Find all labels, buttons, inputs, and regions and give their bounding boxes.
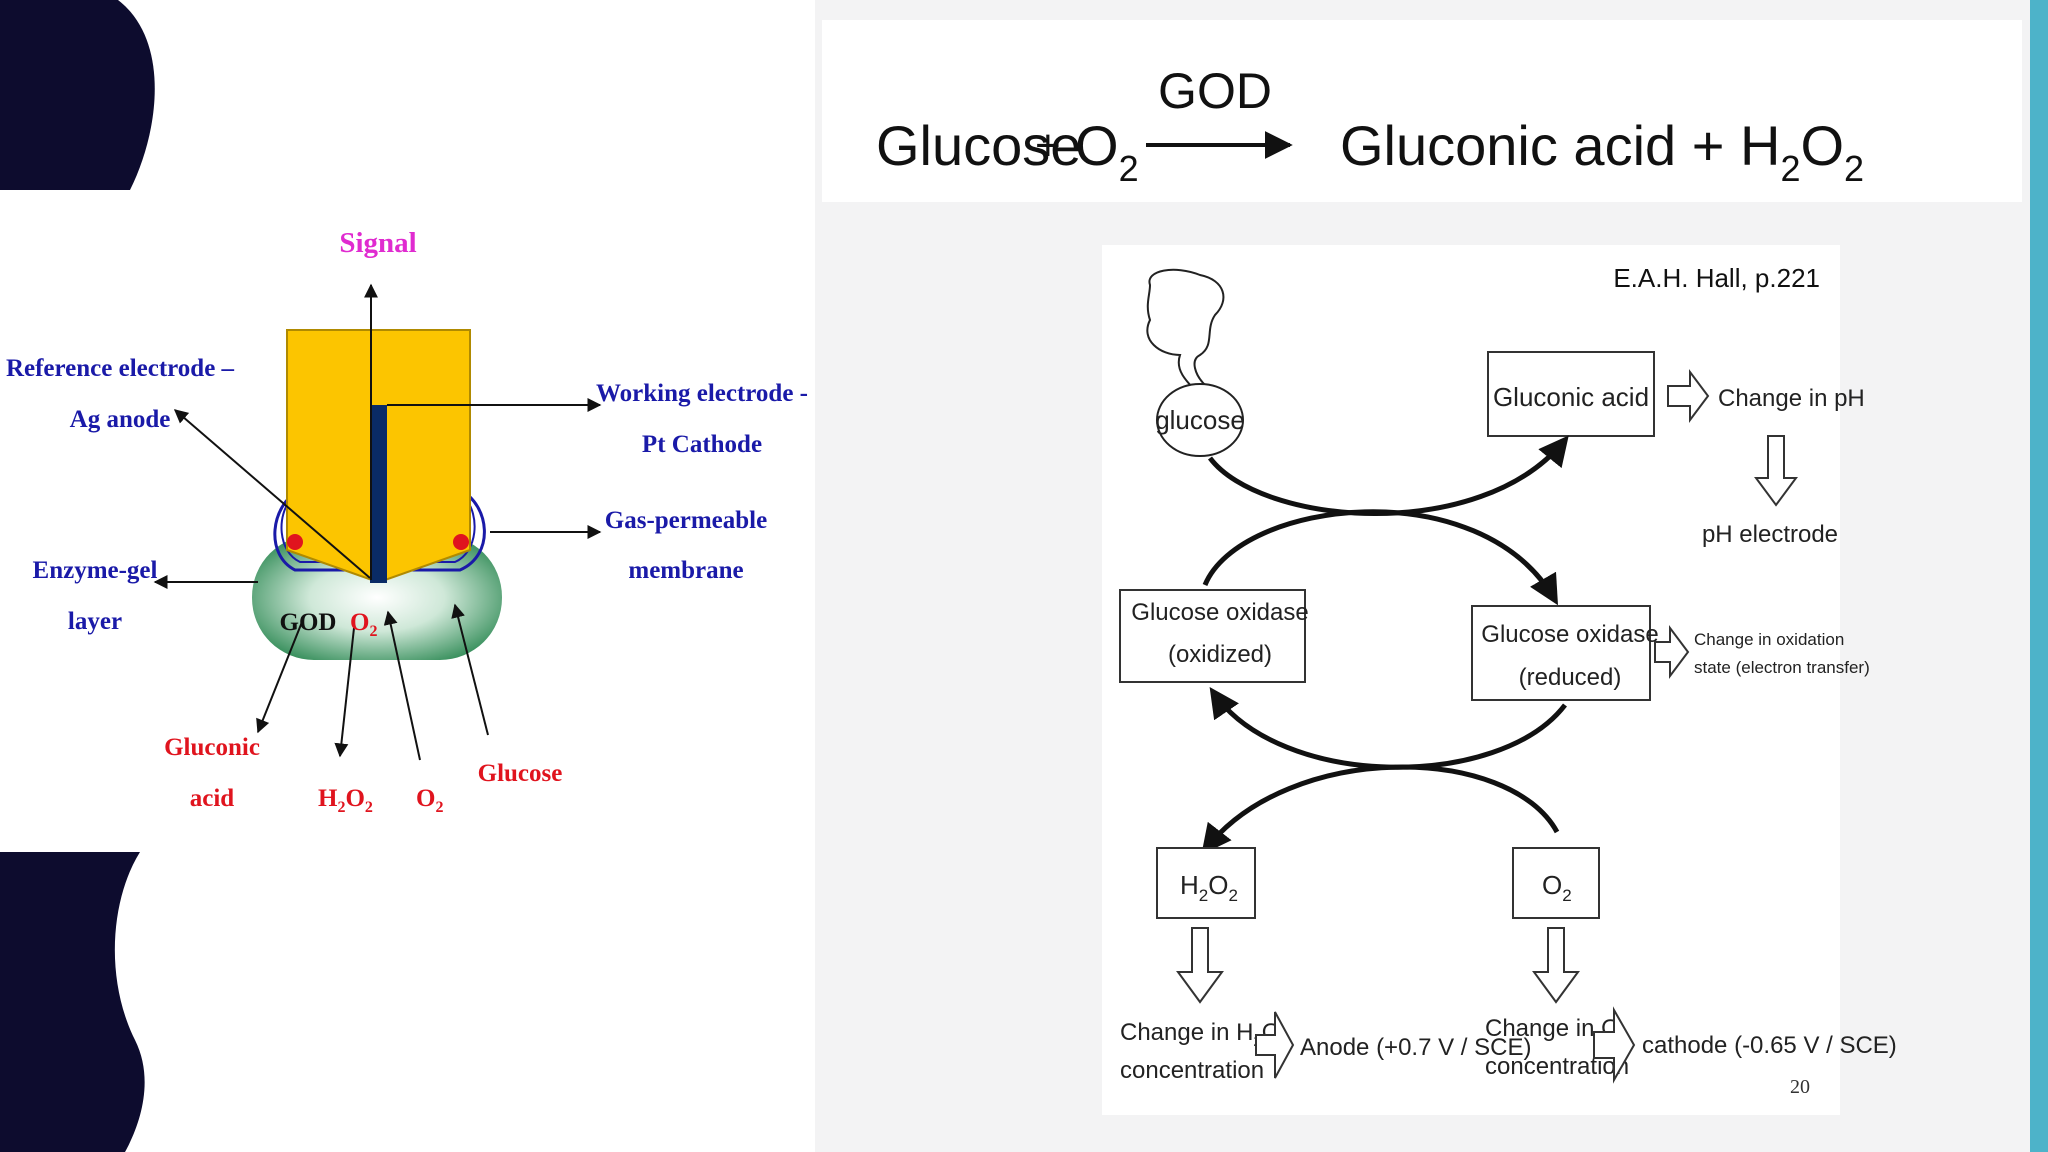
- hollow-arrow-right-ph: [1667, 369, 1710, 423]
- h2o2-label: H2O2: [318, 785, 373, 816]
- gox-oxidized-label-2: (oxidized): [1168, 641, 1272, 668]
- change-ph-label: Change in pH: [1718, 385, 1865, 412]
- ph-electrode-label: pH electrode: [1702, 521, 1838, 548]
- equation-enzyme: GOD: [1158, 63, 1272, 119]
- gluconic-acid-box-label: Gluconic acid: [1493, 382, 1649, 412]
- reference-electrode-dot-right: [453, 534, 469, 550]
- gas-permeable-membrane-shape: [273, 488, 486, 572]
- gluconic-acid-label-2: acid: [190, 785, 235, 812]
- glucose-in-arrow: [451, 603, 489, 736]
- reaction-equation: Glucose + O2 GOD Gluconic acid + H2O2: [822, 20, 2022, 202]
- page-number: 20: [1790, 1076, 1810, 1098]
- gluconic-acid-box: [1487, 351, 1655, 437]
- gas-membrane-label-2: membrane: [628, 557, 743, 584]
- equation-background: [822, 20, 2022, 202]
- equation-glucose: Glucose: [876, 114, 1081, 177]
- cathode-label: cathode (-0.65 V / SCE): [1642, 1032, 1897, 1059]
- equation-plus: +: [1035, 121, 1061, 170]
- glucose-oxidase-oxidized-box: [1119, 589, 1306, 683]
- o2-box-label: O2: [1542, 870, 1572, 905]
- gox-reduced-label-2: (reduced): [1519, 664, 1622, 691]
- oxidation-label-2: state (electron transfer): [1694, 658, 1870, 677]
- enzyme-gel-label-1: Enzyme-gel: [33, 557, 158, 584]
- biosensor-diagram: Signal Reference electrode – Ag anode Wo…: [6, 227, 808, 816]
- decorative-dark-shape-bottom: [0, 852, 145, 1152]
- hollow-arrow-right-oxidation: [1654, 625, 1690, 679]
- reference-electrode-label-1: Reference electrode –: [6, 355, 235, 382]
- gluconic-acid-arrow: [256, 621, 303, 734]
- change-h2o2-label-2: concentration: [1120, 1057, 1264, 1084]
- oxidation-label-1: Change in oxidation: [1694, 630, 1844, 649]
- h2o2-box-label: H2O2: [1180, 870, 1238, 905]
- cycle-arrow-oxidized-to-reduced: [1202, 509, 1559, 606]
- hollow-arrow-right-anode: [1255, 1011, 1295, 1079]
- equation-product: Gluconic acid + H2O2: [1340, 114, 1864, 189]
- citation-label: E.A.H. Hall, p.221: [1613, 263, 1820, 293]
- enzyme-gel-layer-shape: [252, 535, 502, 660]
- glucose-ellipse-label: glucose: [1155, 405, 1245, 435]
- reference-electrode-arrow: [173, 409, 371, 579]
- anode-label: Anode (+0.7 V / SCE): [1300, 1034, 1531, 1061]
- reference-electrode-label-2: Ag anode: [70, 406, 171, 433]
- accent-bar-right: [2030, 0, 2048, 1152]
- glucose-ellipse: [1156, 383, 1244, 457]
- enzyme-gel-label-2: layer: [68, 608, 122, 635]
- gox-oxidized-label-1: Glucose oxidase: [1131, 599, 1308, 626]
- equation-o2: O2: [1075, 114, 1139, 189]
- glucose-molecule-icon: [1146, 268, 1225, 397]
- working-electrode-label-2: Pt Cathode: [642, 431, 762, 458]
- hollow-arrow-down-h2o2: [1176, 927, 1224, 1004]
- glucose-oxidase-reduced-box: [1471, 605, 1651, 701]
- hollow-arrow-down-o2: [1532, 927, 1580, 1004]
- god-label: GOD: [280, 609, 337, 636]
- gox-reduced-label-1: Glucose oxidase: [1481, 621, 1658, 648]
- o2-bottom-label: O2: [416, 785, 443, 816]
- gas-membrane-label-1: Gas-permeable: [605, 507, 767, 534]
- reference-electrode-dot-left: [287, 534, 303, 550]
- o2-in-arrow: [383, 610, 421, 761]
- gluconic-acid-label-1: Gluconic: [164, 734, 260, 761]
- o2-box: [1512, 847, 1600, 919]
- decorative-dark-shape-top: [0, 0, 155, 190]
- h2o2-box: [1156, 847, 1256, 919]
- cycle-arrow-o2-to-h2o2: [1201, 764, 1560, 855]
- hollow-arrow-down-ph: [1754, 435, 1798, 507]
- h2o2-arrow: [334, 627, 355, 758]
- signal-label: Signal: [339, 227, 416, 259]
- glucose-oxidase-cycle-diagram: E.A.H. Hall, p.221 glucose Gluconic acid…: [1102, 245, 1897, 1115]
- working-electrode-rod: [370, 405, 387, 583]
- glucose-label: Glucose: [478, 760, 563, 787]
- working-electrode-label-1: Working electrode -: [596, 380, 808, 407]
- o2-inside-label: O2: [350, 609, 377, 640]
- hollow-arrow-right-cathode: [1593, 1006, 1636, 1084]
